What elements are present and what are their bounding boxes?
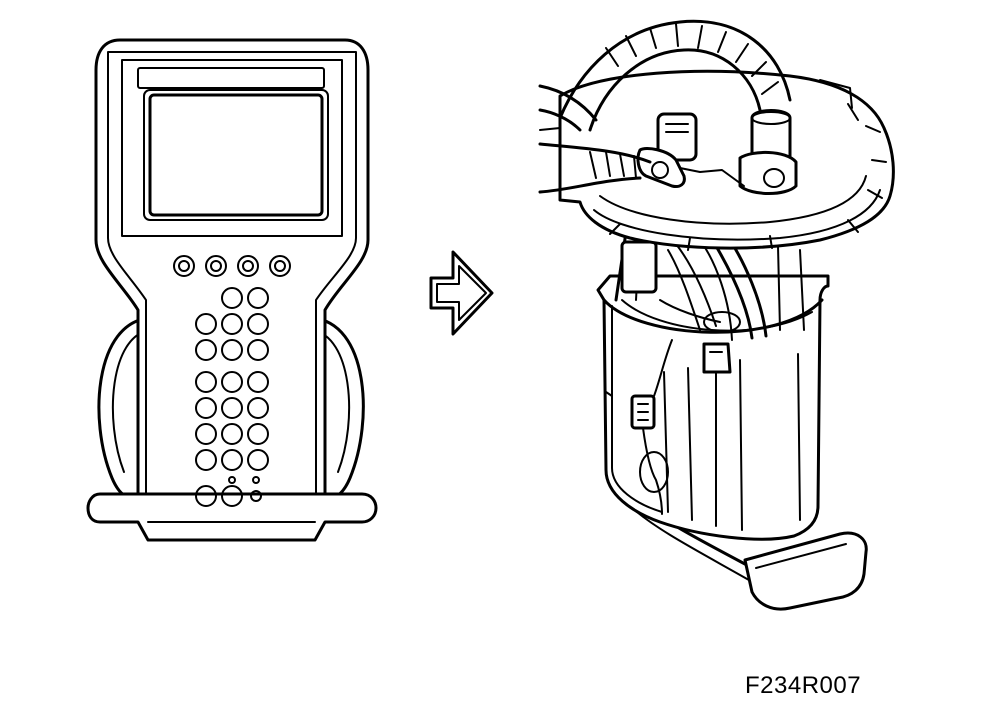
- tester-screen-bezel: [121, 59, 343, 237]
- tester-bottom-bumper: [86, 492, 378, 542]
- keypad-key: [221, 339, 243, 361]
- keypad-key: [250, 490, 262, 502]
- keypad-key: [195, 313, 217, 335]
- keypad-key: [247, 449, 269, 471]
- keypad-key: [221, 313, 243, 335]
- keypad-key: [195, 485, 217, 507]
- keypad-key: [195, 449, 217, 471]
- function-key-center: [242, 260, 254, 272]
- keypad-key: [221, 287, 243, 309]
- function-key-center: [210, 260, 222, 272]
- function-key: [173, 255, 195, 277]
- function-key-center: [274, 260, 286, 272]
- fuel-pump-assembly: [538, 19, 895, 611]
- keypad-key: [247, 371, 269, 393]
- level-sensor-float: [743, 531, 868, 611]
- keypad-key: [247, 423, 269, 445]
- keypad-key: [247, 313, 269, 335]
- function-key: [237, 255, 259, 277]
- keypad-key: [247, 287, 269, 309]
- keypad-key: [228, 476, 236, 484]
- keypad-key: [195, 397, 217, 419]
- arrow-icon: [429, 250, 494, 336]
- keypad-key: [247, 339, 269, 361]
- keypad-key: [195, 339, 217, 361]
- figure-reference-code: F234R007: [745, 672, 862, 699]
- diagnostic-tester: [86, 38, 378, 542]
- keypad-key: [247, 397, 269, 419]
- tester-display: [148, 93, 324, 217]
- keypad-key: [221, 449, 243, 471]
- keypad-key: [221, 397, 243, 419]
- fuel-hose: [538, 142, 652, 164]
- vent-tube: [714, 244, 754, 340]
- keypad-key: [221, 371, 243, 393]
- tester-keypad: [173, 255, 291, 507]
- keypad-key: [252, 476, 260, 484]
- pump-housing: [596, 274, 830, 541]
- keypad-key: [195, 371, 217, 393]
- function-key-center: [178, 260, 190, 272]
- housing-latch: [702, 342, 732, 374]
- function-key: [269, 255, 291, 277]
- pump-flange: [558, 69, 895, 250]
- return-hose: [558, 19, 792, 120]
- keypad-key: [221, 423, 243, 445]
- keypad-key: [221, 485, 243, 507]
- keypad-key: [195, 423, 217, 445]
- function-key: [205, 255, 227, 277]
